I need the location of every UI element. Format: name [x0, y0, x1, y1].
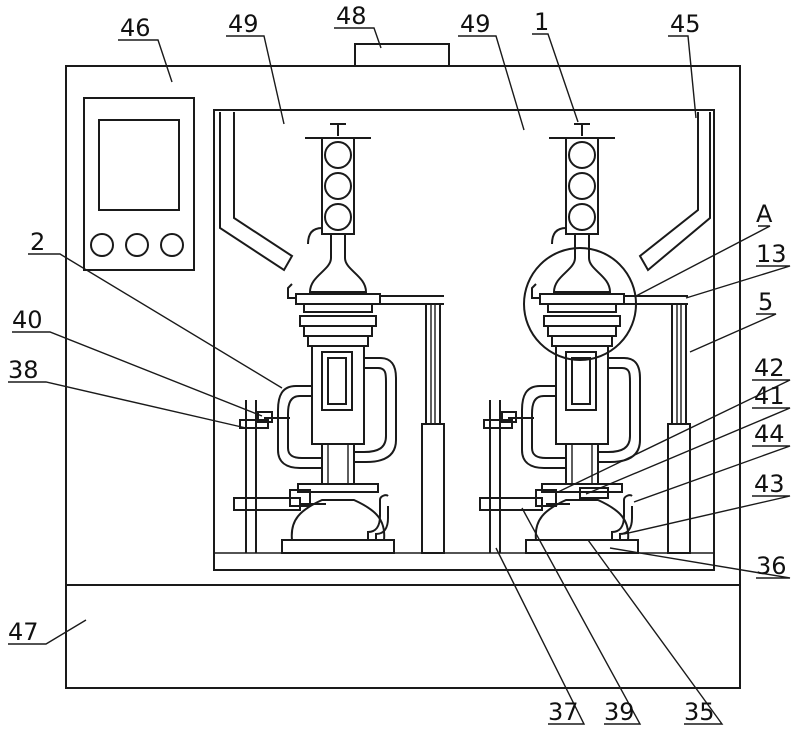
detail-circle-a: [523, 247, 637, 361]
label-40: 40: [12, 306, 43, 334]
label-45: 45: [670, 10, 701, 38]
label-a: A: [756, 200, 773, 228]
label-47: 47: [8, 618, 39, 646]
label-37: 37: [548, 698, 579, 726]
label-1: 1: [534, 8, 549, 36]
display-screen: [98, 119, 180, 211]
inner-chamber: [213, 109, 715, 571]
label-48: 48: [336, 2, 367, 30]
left-body: [311, 345, 365, 445]
leader-lines: [8, 27, 791, 725]
left-condenser-side-nozzle: [307, 227, 323, 245]
control-knob-left: [90, 233, 114, 257]
right-lift-column-5: [671, 303, 687, 425]
left-right-hook: [354, 357, 397, 463]
control-knob-middle: [125, 233, 149, 257]
left-base-plate: [281, 539, 395, 554]
label-44: 44: [754, 420, 785, 448]
right-duct-45: [638, 112, 711, 272]
label-49-right: 49: [460, 10, 491, 38]
label-38: 38: [8, 356, 39, 384]
left-unit: [233, 123, 445, 554]
control-panel: [83, 97, 195, 271]
label-2: 2: [30, 228, 45, 256]
right-unit: [479, 123, 691, 554]
right-condenser: [565, 137, 599, 235]
labels: 46 48 49 49 1 45 A 13 5 42 41 44 43 36 2…: [8, 2, 787, 726]
label-35: 35: [684, 698, 715, 726]
left-lift-column: [425, 303, 441, 425]
label-13: 13: [756, 240, 787, 268]
label-5: 5: [758, 288, 773, 316]
left-condenser: [321, 137, 355, 235]
right-base-plate: [525, 539, 639, 554]
label-46: 46: [120, 14, 151, 42]
label-49-left: 49: [228, 10, 259, 38]
left-duct: [219, 112, 294, 272]
right-clamp-arm-39: [479, 497, 543, 511]
label-39: 39: [604, 698, 635, 726]
left-loop-pipe: [277, 385, 322, 469]
left-flask-neck: [308, 234, 368, 293]
control-knob-right: [160, 233, 184, 257]
label-36: 36: [756, 552, 787, 580]
top-unit-48: [354, 43, 450, 67]
label-41: 41: [754, 382, 785, 410]
cabinet-body: [65, 65, 741, 689]
right-outlet-pipe-43: [611, 494, 633, 540]
label-43: 43: [754, 470, 785, 498]
label-42: 42: [754, 354, 785, 382]
left-outlet-pipe: [367, 494, 389, 540]
right-flask-neck: [552, 234, 612, 293]
